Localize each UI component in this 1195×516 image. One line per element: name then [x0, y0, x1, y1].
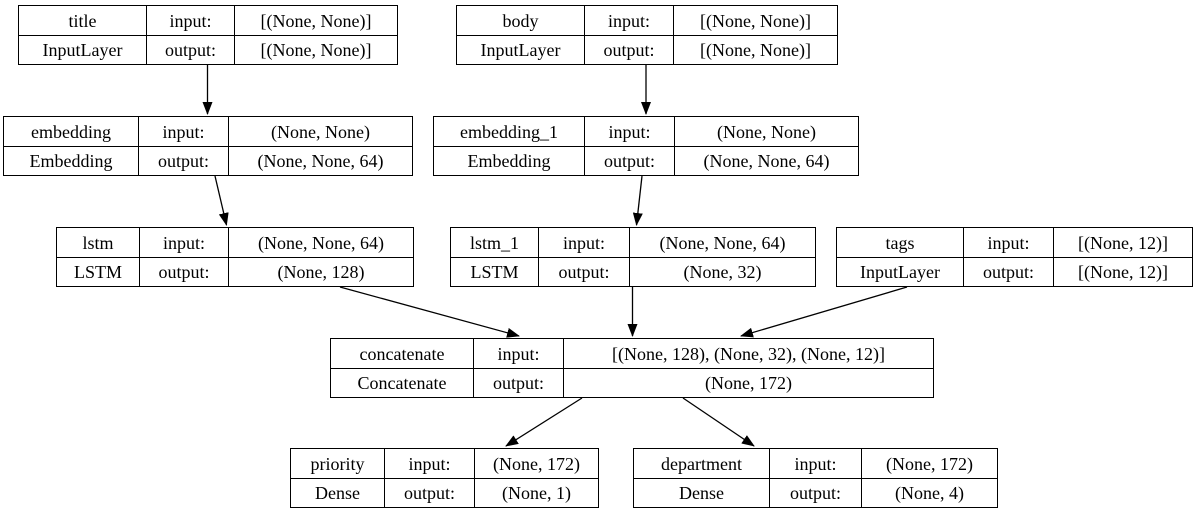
output-label: output: — [146, 35, 234, 64]
output-label: output: — [138, 146, 228, 175]
output-label: output: — [384, 478, 474, 507]
output-shape: (None, 172) — [563, 368, 933, 397]
output-label: output: — [139, 257, 228, 286]
node-priority: priority input: (None, 172) Dense output… — [290, 448, 599, 508]
layer-name: department — [661, 453, 742, 474]
edge-concatenate-to-priority — [505, 397, 583, 447]
output-label: output: — [963, 257, 1053, 286]
input-shape: (None, None, 64) — [629, 228, 815, 257]
input-shape: (None, None) — [674, 117, 858, 146]
layer-type: LSTM — [451, 257, 538, 286]
edge-embedding-to-lstm — [214, 175, 229, 226]
input-label: input: — [963, 228, 1053, 257]
input-shape: [(None, 12)] — [1053, 228, 1192, 257]
node-tags: tags input: [(None, 12)] InputLayer outp… — [836, 227, 1193, 287]
layer-type: InputLayer — [19, 35, 146, 64]
layer-name: lstm_1 — [469, 232, 519, 253]
layer-type: LSTM — [57, 257, 139, 286]
input-label: input: — [384, 449, 474, 478]
input-label: input: — [139, 228, 228, 257]
output-shape: (None, 1) — [474, 478, 598, 507]
output-shape: [(None, None)] — [234, 35, 397, 64]
input-label: input: — [138, 117, 228, 146]
node-embedding: embedding input: (None, None) Embedding … — [3, 116, 413, 176]
layer-type: Embedding — [4, 146, 138, 175]
layer-name: embedding_1 — [460, 121, 558, 142]
node-embedding_1: embedding_1 input: (None, None) Embeddin… — [433, 116, 859, 176]
node-body: body input: [(None, None)] InputLayer ou… — [456, 5, 838, 65]
input-shape: (None, 172) — [474, 449, 598, 478]
input-label: input: — [538, 228, 629, 257]
layer-name: tags — [885, 232, 915, 253]
layer-name: title — [68, 10, 97, 31]
output-shape: (None, 4) — [861, 478, 997, 507]
input-shape: (None, None, 64) — [228, 228, 413, 257]
node-department: department input: (None, 172) Dense outp… — [633, 448, 998, 508]
input-label: input: — [146, 6, 234, 35]
layer-type: InputLayer — [457, 35, 584, 64]
layer-name: priority — [310, 453, 365, 474]
node-concatenate: concatenate input: [(None, 128), (None, … — [330, 338, 934, 398]
input-shape: (None, 172) — [861, 449, 997, 478]
layer-name: lstm — [82, 232, 114, 253]
edge-concatenate-to-department — [682, 397, 755, 447]
layer-type: Dense — [291, 478, 384, 507]
input-label: input: — [584, 117, 674, 146]
input-shape: [(None, None)] — [234, 6, 397, 35]
output-shape: (None, None, 64) — [674, 146, 858, 175]
output-label: output: — [584, 35, 673, 64]
input-label: input: — [584, 6, 673, 35]
layer-name: body — [502, 10, 539, 31]
output-shape: (None, 32) — [629, 257, 815, 286]
input-label: input: — [769, 449, 861, 478]
edge-tags-to-concatenate — [740, 286, 908, 338]
input-label: input: — [473, 339, 563, 368]
layer-type: Concatenate — [331, 368, 473, 397]
node-lstm: lstm input: (None, None, 64) LSTM output… — [56, 227, 414, 287]
layer-name: embedding — [31, 121, 111, 142]
output-shape: [(None, 12)] — [1053, 257, 1192, 286]
output-label: output: — [473, 368, 563, 397]
layer-type: InputLayer — [837, 257, 963, 286]
output-shape: (None, 128) — [228, 257, 413, 286]
node-title: title input: [(None, None)] InputLayer o… — [18, 5, 398, 65]
output-shape: [(None, None)] — [673, 35, 837, 64]
output-label: output: — [769, 478, 861, 507]
layer-name: concatenate — [359, 343, 445, 364]
layer-type: Embedding — [434, 146, 584, 175]
output-label: output: — [538, 257, 629, 286]
output-shape: (None, None, 64) — [228, 146, 412, 175]
input-shape: [(None, 128), (None, 32), (None, 12)] — [563, 339, 933, 368]
input-shape: [(None, None)] — [673, 6, 837, 35]
output-label: output: — [584, 146, 674, 175]
layer-type: Dense — [634, 478, 769, 507]
edge-lstm-to-concatenate — [339, 286, 520, 338]
input-shape: (None, None) — [228, 117, 412, 146]
edge-embedding_1-to-lstm_1 — [632, 175, 643, 226]
node-lstm_1: lstm_1 input: (None, None, 64) LSTM outp… — [450, 227, 816, 287]
